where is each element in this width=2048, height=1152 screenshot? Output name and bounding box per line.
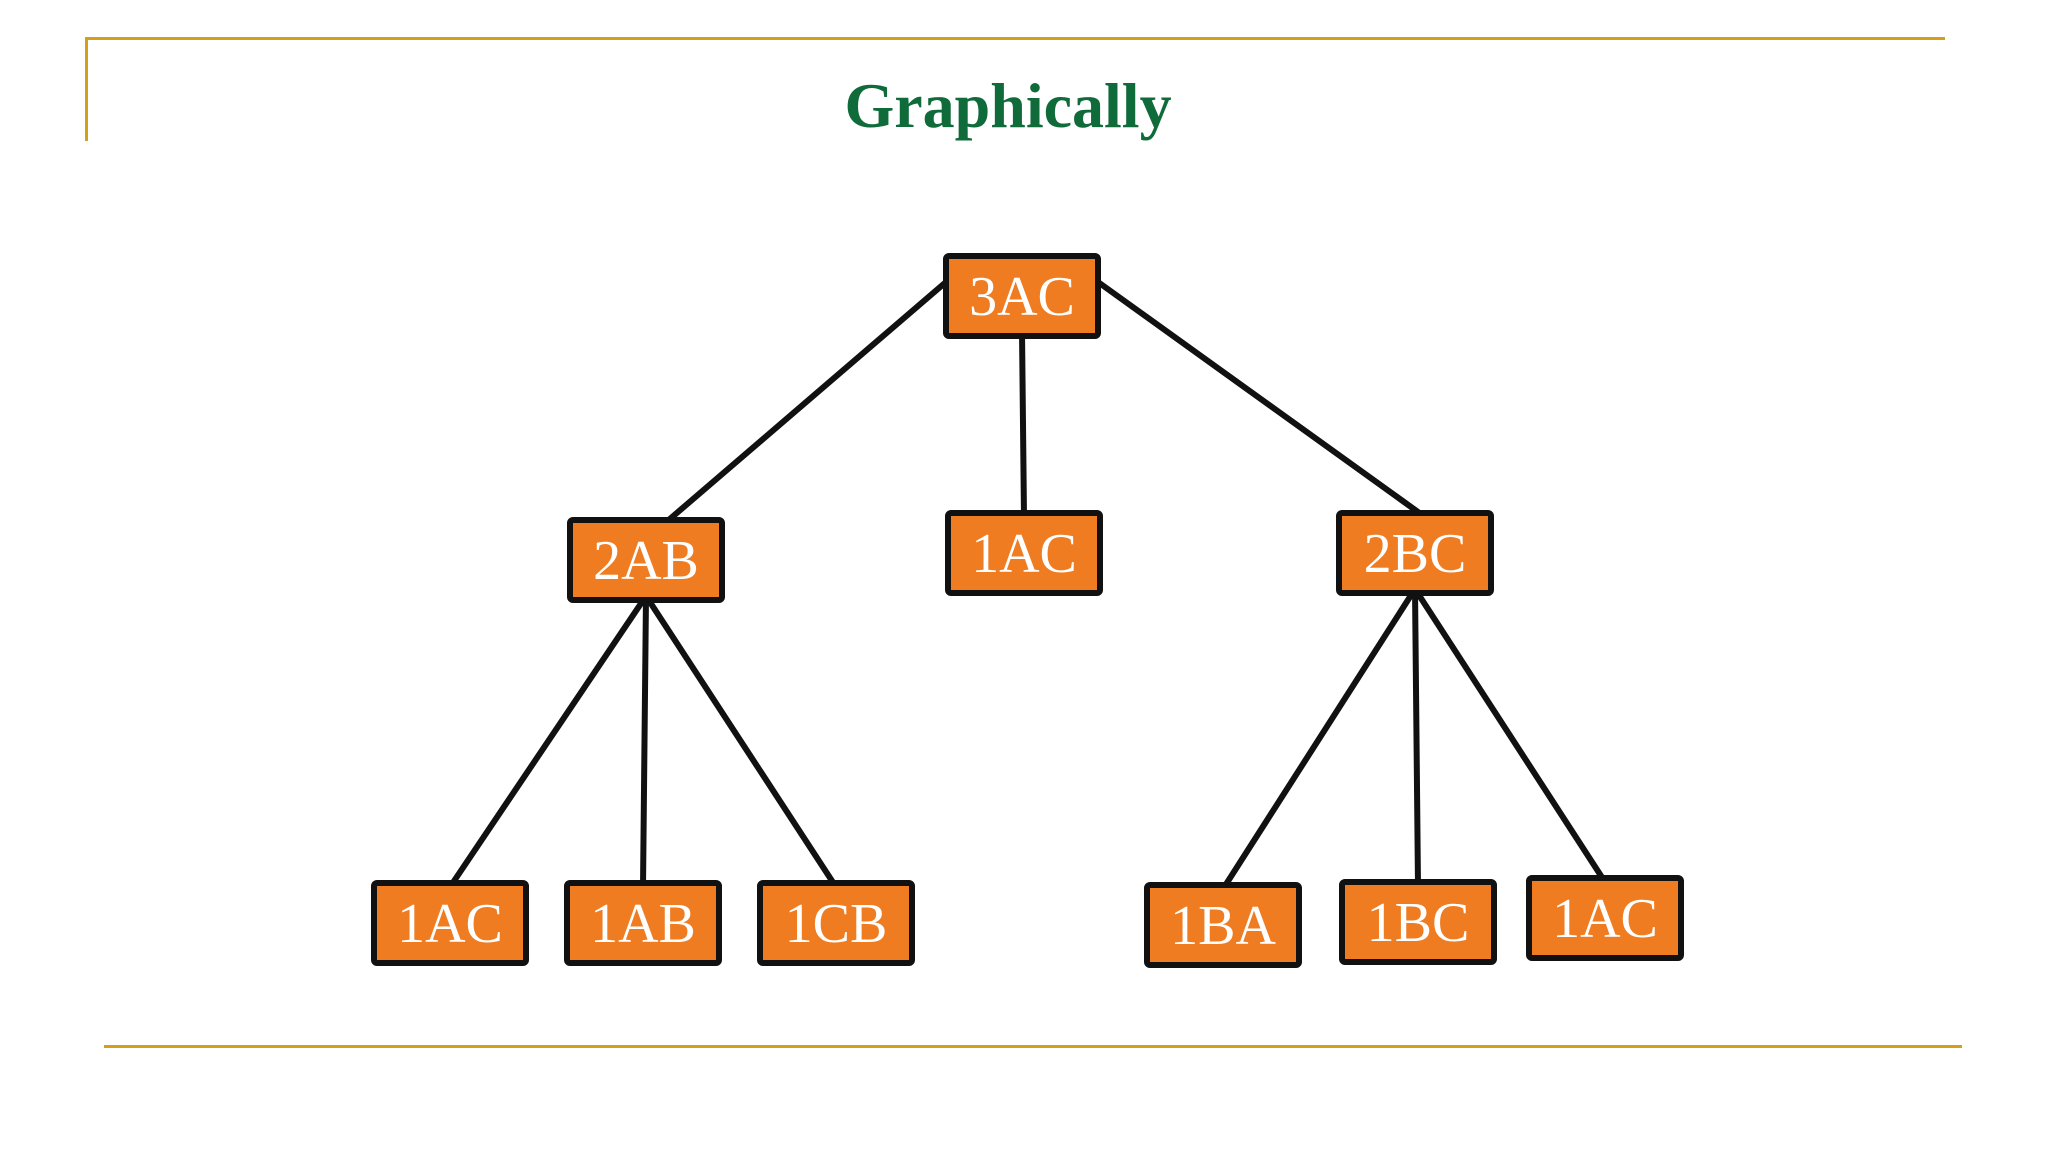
tree-node-m: 1AC: [945, 510, 1103, 596]
tree-node-r: 2BC: [1336, 510, 1494, 596]
tree-node-l1: 1AC: [371, 880, 529, 966]
tree-edge-l-l1: [447, 593, 649, 890]
tree-edge-r-r2: [1412, 586, 1421, 889]
tree-node-label: 2BC: [1364, 523, 1467, 585]
tree-node-box: [564, 880, 722, 966]
tree-node-box: [567, 517, 725, 603]
tree-edge-l-l2: [640, 593, 649, 890]
tree-node-label: 3AC: [969, 266, 1075, 328]
tree-node-r3: 1AC: [1526, 875, 1684, 961]
tree-node-r1: 1BA: [1144, 882, 1302, 968]
tree-node-label: 1BC: [1367, 892, 1470, 954]
tree-node-box: [945, 510, 1103, 596]
tree-node-box: [757, 880, 915, 966]
tree-edge-r-r1: [1220, 586, 1418, 892]
tree-edge-r-r3: [1412, 586, 1608, 885]
tree-node-box: [1339, 879, 1497, 965]
tree-node-l3: 1CB: [757, 880, 915, 966]
slide-title: Graphically: [844, 70, 1172, 141]
tree-node-label: 1AC: [971, 523, 1077, 585]
tree-edge-root-r: [1095, 279, 1428, 520]
tree-edge-l-l3: [643, 593, 839, 890]
bottom-rule: [104, 1045, 1962, 1048]
tree-node-box: [1144, 882, 1302, 968]
tree-node-label: 1AC: [1552, 888, 1658, 950]
tree-edges: [447, 279, 1608, 892]
tree-node-r2: 1BC: [1339, 879, 1497, 965]
tree-node-label: 1AB: [590, 893, 696, 955]
tree-node-label: 1CB: [785, 893, 888, 955]
tree-node-box: [371, 880, 529, 966]
tree-edge-root-l: [661, 279, 949, 527]
tree-node-box: [1526, 875, 1684, 961]
tree-node-label: 2AB: [593, 530, 699, 592]
tree-node-box: [1336, 510, 1494, 596]
tree-node-root: 3AC: [943, 253, 1101, 339]
top-rule: [85, 37, 1945, 40]
tree-node-l: 2AB: [567, 517, 725, 603]
tree-node-label: 1AC: [397, 893, 503, 955]
tree-edge-root-m: [1019, 329, 1027, 520]
tree-node-label: 1BA: [1170, 895, 1276, 957]
tree-nodes: 3AC 2AB 1AC 2BC 1AC 1AB 1CB 1BA 1BC 1AC: [371, 253, 1684, 968]
left-rule: [85, 37, 88, 141]
tree-node-l2: 1AB: [564, 880, 722, 966]
tree-node-box: [943, 253, 1101, 339]
